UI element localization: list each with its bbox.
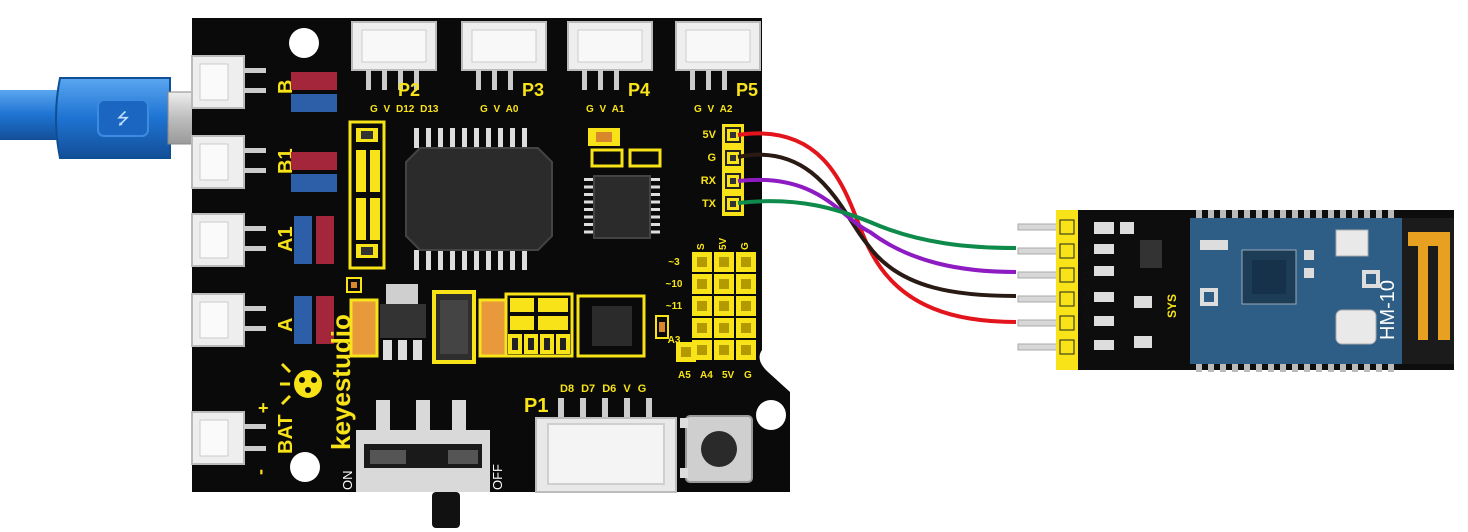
- header-name-label: P4: [628, 80, 650, 100]
- grid-left-label: ~3: [668, 257, 680, 268]
- grid-bottom-label: A5: [678, 370, 691, 381]
- wire-gnd: [737, 152, 1017, 298]
- header-pins-label: G V A0: [480, 104, 519, 115]
- bt-pin-label: 5V: [703, 129, 717, 141]
- motor-port-label: A1: [275, 226, 297, 252]
- wire-tx: [737, 199, 1017, 250]
- mount-hole: [756, 400, 786, 430]
- usb-cable: ⭍: [0, 77, 197, 159]
- p1-pins-label: D8 D7 D6 V G: [560, 383, 646, 395]
- p1-label: P1: [524, 395, 548, 417]
- grid-bottom-label: A4: [700, 370, 713, 381]
- mount-hole: [289, 28, 319, 58]
- left-passives: [348, 120, 386, 270]
- module-pin-label: GND: [1082, 286, 1092, 307]
- header-name-label: P3: [522, 80, 544, 100]
- grid-left-label: ~10: [666, 279, 683, 290]
- bt-pin-label: TX: [702, 198, 717, 210]
- module-pin-label: TX: [1082, 270, 1092, 282]
- module-pin-label: VCC: [1082, 310, 1092, 330]
- ladybug-logo-icon: [280, 362, 322, 406]
- p1-connector: [535, 398, 677, 493]
- header-p3: P3G V A0: [461, 21, 547, 115]
- mount-hole: [290, 452, 320, 482]
- header-pins-label: G V A1: [586, 104, 625, 115]
- module-name-label: HM-10: [1377, 280, 1399, 340]
- battery-minus-label: -: [250, 469, 270, 475]
- grid-top-label: 5V: [718, 237, 729, 250]
- motor-port-b1[interactable]: B1: [191, 135, 337, 192]
- grid-top-label: G: [740, 242, 751, 250]
- motor-port-label: A: [275, 318, 297, 332]
- motor-port-b[interactable]: B: [191, 55, 337, 112]
- reset-button[interactable]: [680, 415, 753, 483]
- battery-label: BAT: [275, 414, 297, 454]
- motor-port-a[interactable]: A: [191, 293, 334, 347]
- header-name-label: P5: [736, 80, 758, 100]
- battery-terminal[interactable]: [191, 411, 266, 465]
- wires: [737, 131, 1017, 324]
- usb-symbol-icon: ⭍: [116, 110, 129, 128]
- driver-chip: [405, 128, 553, 270]
- header-pins-label: G V A2: [694, 104, 733, 115]
- switch-on-label: ON: [340, 471, 355, 491]
- motor-port-a1[interactable]: A1: [191, 213, 334, 267]
- header-p5: P5G V A2: [675, 21, 761, 115]
- regulator-area: [346, 277, 669, 364]
- logic-chip: [584, 128, 662, 239]
- battery-plus-label: +: [258, 398, 269, 418]
- bt-pin-label: G: [707, 152, 716, 164]
- hm10-module: RX TX GND VCC SYS HM-10: [1017, 210, 1454, 372]
- board-labels: keyestudio BAT + - ON OFF P1 D8 D7 D6 V …: [250, 314, 646, 490]
- header-name-label: P2: [398, 80, 420, 100]
- grid-left-label: ~11: [666, 301, 683, 312]
- grid-bottom-label: G: [744, 370, 752, 381]
- header-pins-label: G V D12 D13: [370, 104, 439, 115]
- grid-bottom-label: 5V: [722, 370, 735, 381]
- brand-label: keyestudio: [326, 314, 356, 450]
- switch-off-label: OFF: [490, 464, 505, 490]
- module-pin-label: RX: [1082, 245, 1092, 258]
- header-p4: P4G V A1: [567, 21, 653, 115]
- module-sys-label: SYS: [1165, 294, 1179, 318]
- wire-rx: [737, 177, 1017, 274]
- grid-left-label: A3: [668, 335, 681, 346]
- power-switch[interactable]: [356, 400, 490, 528]
- header-p2: P2 G V D12 D13: [351, 21, 439, 115]
- grid-top-label: S: [696, 243, 707, 250]
- bt-pin-label: RX: [701, 175, 717, 187]
